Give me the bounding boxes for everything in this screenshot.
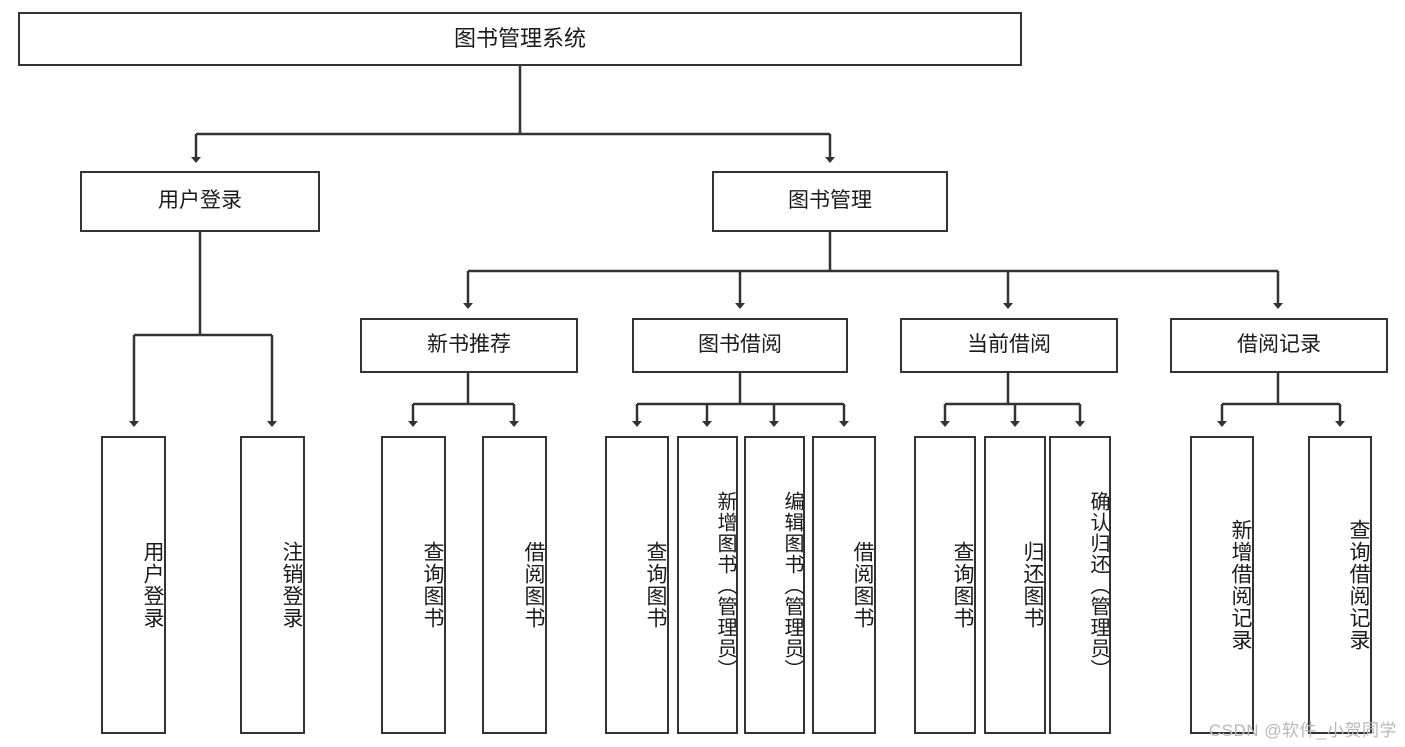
leaf-add-borrow-record[interactable]: 新增借阅记录 [1190, 436, 1254, 734]
node-label: 用户登录 [141, 541, 164, 629]
leaf-edit-book-admin[interactable]: 编辑图书（管理员） [744, 436, 805, 734]
leaf-borrow-book[interactable]: 借阅图书 [812, 436, 876, 734]
node-label: 查询图书 [951, 541, 974, 629]
node-book-borrow[interactable]: 图书借阅 [632, 318, 848, 373]
node-label: 借阅记录 [1237, 333, 1321, 357]
node-user-login[interactable]: 用户登录 [80, 171, 320, 232]
node-label: 查询借阅记录 [1347, 519, 1370, 651]
node-label: 新增借阅记录 [1229, 519, 1252, 651]
watermark: CSDN @软件_小贺同学 [1208, 721, 1397, 740]
node-label: 用户登录 [158, 189, 242, 213]
node-borrow-record[interactable]: 借阅记录 [1170, 318, 1388, 373]
leaf-borrow-book-recommend[interactable]: 借阅图书 [482, 436, 547, 734]
node-label: 新增图书（管理员） [714, 490, 736, 680]
node-new-book-recommend[interactable]: 新书推荐 [360, 318, 578, 373]
leaf-query-book-current[interactable]: 查询图书 [914, 436, 976, 734]
leaf-logout[interactable]: 注销登录 [240, 436, 305, 734]
node-label: 查询图书 [644, 541, 667, 629]
node-label: 图书管理 [788, 189, 872, 213]
node-root-system[interactable]: 图书管理系统 [18, 12, 1022, 66]
leaf-query-borrow-record[interactable]: 查询借阅记录 [1308, 436, 1372, 734]
leaf-query-book-borrow[interactable]: 查询图书 [605, 436, 669, 734]
node-label: 图书借阅 [698, 333, 782, 357]
node-label: 编辑图书（管理员） [781, 490, 803, 680]
leaf-confirm-return-admin[interactable]: 确认归还（管理员） [1049, 436, 1111, 734]
node-current-borrow[interactable]: 当前借阅 [900, 318, 1118, 373]
node-label: 当前借阅 [967, 333, 1051, 357]
node-label: 借阅图书 [851, 541, 874, 629]
leaf-user-login[interactable]: 用户登录 [101, 436, 166, 734]
node-label: 新书推荐 [427, 333, 511, 357]
node-label: 注销登录 [280, 541, 303, 629]
node-label: 借阅图书 [522, 541, 545, 629]
node-label: 图书管理系统 [453, 26, 586, 52]
node-book-management[interactable]: 图书管理 [712, 171, 948, 232]
leaf-add-book-admin[interactable]: 新增图书（管理员） [677, 436, 738, 734]
node-label: 查询图书 [421, 541, 444, 629]
node-label: 确认归还（管理员） [1087, 490, 1109, 680]
leaf-return-book[interactable]: 归还图书 [984, 436, 1046, 734]
leaf-query-book-recommend[interactable]: 查询图书 [381, 436, 446, 734]
node-label: 归还图书 [1021, 541, 1044, 629]
